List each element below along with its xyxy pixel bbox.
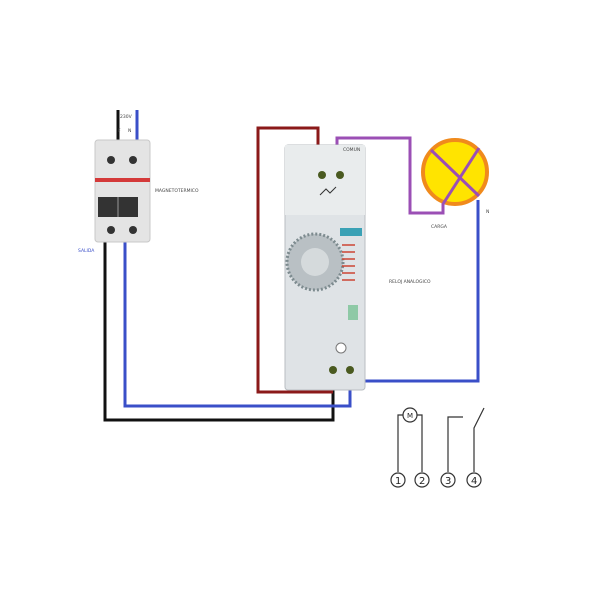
- label-lamp-neutral: N: [486, 209, 489, 215]
- label-breaker: MAGNETOTERMICO: [155, 188, 199, 194]
- neutral-wire-out: [123, 242, 352, 408]
- load-wire: [335, 136, 445, 215]
- terminal-1: 1: [395, 476, 401, 487]
- neutral-wire-lamp: [352, 200, 480, 383]
- label-common: COMUN: [343, 147, 360, 153]
- terminal-4: 4: [471, 476, 477, 487]
- lamp-icon: [421, 138, 489, 206]
- label-neutral: N: [128, 128, 131, 134]
- red-bridge-wire: [256, 126, 333, 394]
- timer-schematic-symbol: [390, 407, 485, 488]
- label-load: CARGA: [431, 224, 448, 230]
- terminal-2: 2: [419, 476, 425, 487]
- terminal-3: 3: [445, 476, 451, 487]
- analog-timer: [284, 144, 366, 391]
- label-output: SALIDA: [78, 248, 95, 254]
- phase-wire-out: [103, 240, 335, 422]
- label-timer: RELOJ ANALOGICO: [389, 279, 431, 285]
- label-phase: F: [118, 128, 121, 134]
- label-motor: M: [407, 412, 413, 420]
- label-supply-voltage: 230V: [120, 114, 133, 120]
- circuit-breaker: [94, 139, 151, 243]
